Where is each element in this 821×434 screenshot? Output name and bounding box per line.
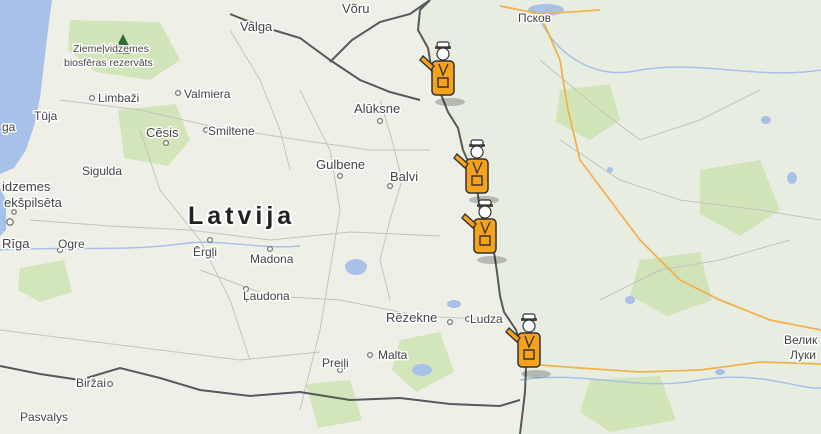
minor-roads [0,29,821,411]
label-latvija: Latvija [188,202,295,230]
label-reserve-line2: biosfēras rezervāts [64,57,153,69]
label-ogre: Ogre [58,237,85,251]
label-birzai: Biržai [76,376,106,390]
label-pasvalys: Pasvalys [20,410,68,424]
water-gulf-of-riga [0,0,52,174]
town-dots [6,89,472,388]
label-pilseta: ekšpilsēta [4,195,63,210]
label-malta: Malta [378,348,408,362]
rivers [0,19,821,389]
label-valmiera: Valmiera [184,87,231,101]
label-aluksne: Alūksne [354,101,400,116]
major-roads [499,5,821,373]
water-bay-riga-inner [0,188,6,236]
label-smiltene: Smiltene [208,124,255,138]
label-voru: Võru [342,1,369,16]
forest-areas [18,20,780,432]
label-gulbene: Gulbene [316,157,365,172]
label-preili: Preiļi [322,356,349,370]
label-velikie-1: Велик [784,333,818,347]
label-tuja: Tūja [34,109,58,123]
label-madona: Madona [250,252,294,266]
label-velikie-2: Луки [790,348,816,362]
reserve-tree-icon [116,34,130,54]
land-russia [418,0,821,434]
label-ga: ga [2,120,16,134]
label-pskov: Псков [518,11,551,25]
label-valga: Valga [240,19,273,34]
label-cesis: Cēsis [146,125,179,140]
label-reserve-line1: Ziemeļvidzemes [73,43,149,55]
label-vidzemes: idzemes [2,179,51,194]
label-ludza: Ludza [470,312,503,326]
label-rezekne: Rēzekne [386,310,437,325]
label-sigulda: Sigulda [82,164,122,178]
place-labels: Valga Võru Псков Ziemeļvidzemes biosfēra… [1,0,820,426]
label-ergli: Ērgļi [193,245,217,259]
label-riga: Rīga [2,236,30,251]
label-balvi: Balvi [390,169,418,184]
label-limbazi: Limbaži [98,91,139,105]
label-laudona: Ļaudona [243,289,290,303]
